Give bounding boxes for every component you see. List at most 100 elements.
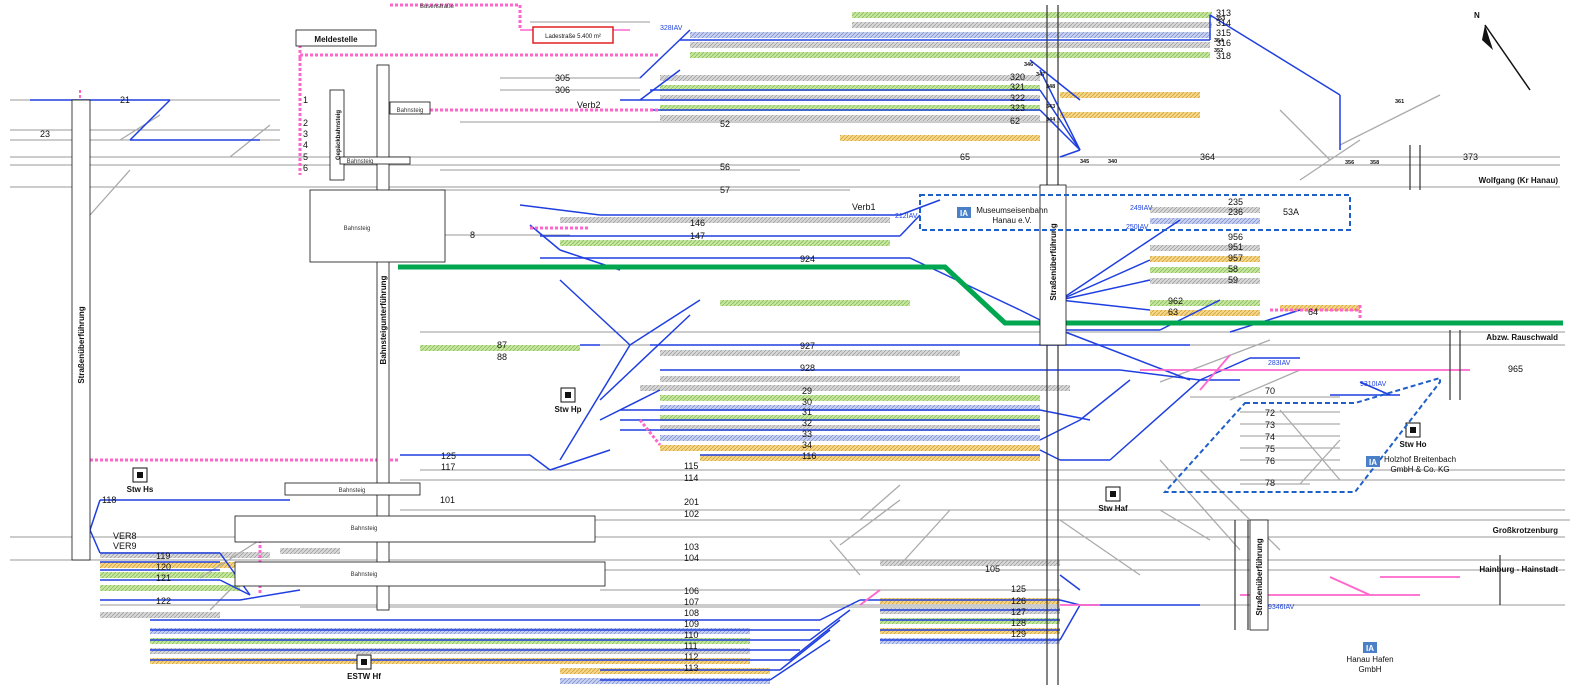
svg-text:88: 88 [497, 352, 507, 362]
svg-text:348: 348 [1046, 84, 1055, 90]
svg-text:57: 57 [720, 185, 730, 195]
direction-label-hainburg: Hainburg - Hainstadt [1479, 565, 1558, 574]
platform-label: Bahnsteig [351, 526, 378, 532]
svg-text:249IAV: 249IAV [1130, 205, 1153, 212]
svg-text:111: 111 [684, 641, 698, 651]
svg-text:344: 344 [1046, 117, 1056, 123]
svg-text:104: 104 [684, 553, 699, 563]
platform-label: Bahnsteig [344, 226, 371, 232]
signal-box-hp: Stw Hp [554, 387, 582, 414]
svg-text:Museumseisenbahn: Museumseisenbahn [976, 206, 1048, 215]
svg-text:63: 63 [1168, 307, 1178, 317]
svg-text:212IAV: 212IAV [895, 213, 918, 220]
point-numbers: 353 354 352 347 348 343 344 345 340 346 … [1024, 16, 1404, 166]
svg-text:116: 116 [802, 451, 816, 461]
operator-hafen: IA Hanau Hafen GmbH [1346, 642, 1394, 674]
svg-text:962: 962 [1168, 296, 1183, 306]
svg-text:112: 112 [684, 652, 698, 662]
svg-text:78: 78 [1265, 478, 1275, 488]
svg-text:4: 4 [303, 140, 308, 150]
svg-text:343: 343 [1046, 104, 1055, 110]
svg-text:Stw Hp: Stw Hp [554, 405, 581, 414]
svg-text:321: 321 [1010, 82, 1025, 92]
svg-text:951: 951 [1228, 242, 1243, 252]
meldestelle-label: Meldestelle [314, 35, 358, 44]
direction-label-rauschwald: Abzw. Rauschwald [1486, 333, 1558, 342]
svg-text:53A: 53A [1283, 207, 1299, 217]
svg-text:33: 33 [802, 429, 812, 439]
svg-text:314: 314 [1216, 18, 1231, 28]
svg-text:352: 352 [1214, 48, 1223, 54]
svg-text:354: 354 [1214, 38, 1224, 44]
operator-museum: IA Museumseisenbahn Hanau e.V. [957, 206, 1048, 225]
svg-text:129: 129 [1011, 629, 1026, 639]
svg-text:75: 75 [1265, 444, 1275, 454]
svg-text:Stw Ho: Stw Ho [1399, 440, 1426, 449]
direction-label-wolfgang: Wolfgang (Kr Hanau) [1479, 176, 1559, 185]
svg-text:105: 105 [985, 564, 1000, 574]
busenstrasse-label: Busenstraße [420, 4, 455, 10]
svg-text:318: 318 [1216, 51, 1231, 61]
svg-text:102: 102 [684, 509, 699, 519]
svg-text:346: 346 [1024, 62, 1033, 68]
ladestrasse-box [532, 26, 614, 44]
svg-text:115: 115 [684, 461, 698, 471]
svg-text:GmbH: GmbH [1358, 665, 1381, 674]
svg-text:58: 58 [1228, 264, 1238, 274]
svg-text:356: 356 [1345, 160, 1354, 166]
svg-text:29: 29 [802, 386, 812, 396]
svg-text:34: 34 [802, 440, 812, 450]
svg-text:315: 315 [1216, 28, 1231, 38]
svg-text:328IAV: 328IAV [660, 25, 683, 32]
svg-text:353: 353 [1216, 16, 1225, 22]
signal-box-haf: Stw Haf [1098, 486, 1128, 513]
svg-text:65: 65 [960, 152, 970, 162]
svg-text:74: 74 [1265, 432, 1275, 442]
svg-text:147: 147 [690, 231, 705, 241]
bahnsteigunterfuehrung-label: Bahnsteigunterführung [379, 275, 388, 364]
svg-text:928: 928 [800, 363, 815, 373]
svg-text:73: 73 [1265, 420, 1275, 430]
svg-text:Stw Hs: Stw Hs [127, 485, 154, 494]
svg-text:373: 373 [1463, 152, 1478, 162]
svg-text:236: 236 [1228, 207, 1243, 217]
signal-box-ho: Stw Ho [1399, 422, 1427, 449]
svg-text:VER9: VER9 [113, 541, 137, 551]
svg-text:23: 23 [40, 129, 50, 139]
svg-text:76: 76 [1265, 456, 1275, 466]
gepaeckbahnsteig-label: Gepäckbahnsteig [336, 110, 342, 160]
meldestelle-box [295, 29, 377, 47]
svg-text:109: 109 [684, 619, 699, 629]
svg-text:Verb1: Verb1 [852, 202, 876, 212]
north-arrow-icon: N [1474, 11, 1531, 91]
svg-text:128: 128 [1011, 618, 1026, 628]
svg-text:364: 364 [1200, 152, 1215, 162]
svg-text:316: 316 [1216, 38, 1231, 48]
svg-text:101: 101 [440, 495, 455, 505]
svg-text:GmbH & Co. KG: GmbH & Co. KG [1390, 465, 1449, 474]
svg-text:361: 361 [1395, 99, 1404, 105]
svg-text:N: N [1474, 11, 1480, 20]
strassenueberfuehrung-right-label: Straßenüberführung [1255, 538, 1264, 615]
svg-text:320: 320 [1010, 72, 1025, 82]
museum-area [919, 194, 1351, 231]
svg-text:358: 358 [1370, 160, 1379, 166]
svg-text:30: 30 [802, 397, 812, 407]
svg-text:283IAV: 283IAV [1268, 360, 1291, 367]
svg-text:118: 118 [102, 495, 116, 505]
svg-text:IA: IA [960, 209, 968, 218]
svg-text:127: 127 [1011, 607, 1026, 617]
svg-text:107: 107 [684, 597, 699, 607]
svg-text:2: 2 [303, 118, 308, 128]
svg-text:Verb2: Verb2 [577, 100, 601, 110]
ladestrasse-label: Ladestraße 5.400 m² [545, 34, 601, 40]
operator-holzhof: IA Holzhof Breitenbach GmbH & Co. KG [1366, 455, 1456, 474]
svg-text:121: 121 [156, 573, 171, 583]
svg-text:52: 52 [720, 119, 730, 129]
svg-text:64: 64 [1308, 307, 1318, 317]
green-highlight-track [398, 264, 1563, 326]
svg-text:305: 305 [555, 73, 570, 83]
structures [71, 64, 1269, 631]
svg-text:21: 21 [120, 95, 130, 105]
svg-text:32: 32 [802, 418, 812, 428]
